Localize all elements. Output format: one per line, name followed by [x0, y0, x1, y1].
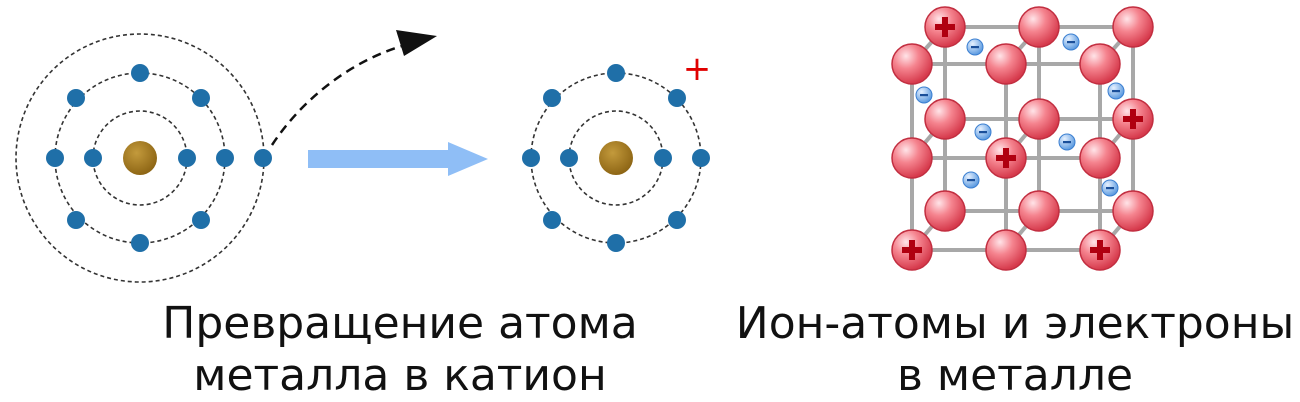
free-electron: [915, 86, 933, 104]
ion: [985, 229, 1027, 271]
ion-plus-signs: [902, 17, 1143, 260]
electron: [522, 149, 540, 167]
ions-back: [924, 6, 1154, 232]
electron: [192, 211, 210, 229]
caption-metal-ions-electrons: Ион-атомы и электроны в металле: [735, 298, 1295, 402]
electron: [131, 64, 149, 82]
electron: [607, 64, 625, 82]
electron-escape-arrow-icon: [270, 30, 437, 146]
ion: [985, 43, 1027, 85]
electron: [607, 234, 625, 252]
free-electron: [962, 171, 980, 189]
free-electron: [1058, 133, 1076, 151]
metal-lattice-icon: [891, 6, 1154, 271]
ion-plus-icon: [996, 148, 1016, 168]
electron: [560, 149, 578, 167]
caption-line: Превращение атома: [162, 298, 638, 349]
electron: [668, 89, 686, 107]
electron: [192, 89, 210, 107]
electrons: [522, 64, 710, 252]
electron: [668, 211, 686, 229]
transform-arrow-icon: [308, 142, 488, 176]
electrons: [46, 64, 272, 252]
ion: [924, 98, 966, 140]
nucleus: [123, 141, 157, 175]
cation-icon: +: [522, 49, 711, 252]
ion: [1079, 43, 1121, 85]
ion: [891, 43, 933, 85]
electron: [131, 234, 149, 252]
electron: [67, 89, 85, 107]
nucleus: [599, 141, 633, 175]
ion: [1018, 6, 1060, 48]
caption-line: металла в катион: [193, 350, 607, 401]
free-electron: [974, 123, 992, 141]
cation-plus-sign: +: [683, 49, 712, 89]
electron: [178, 149, 196, 167]
caption-line: в металле: [896, 350, 1134, 401]
electron: [46, 149, 64, 167]
caption-atom-to-cation: Превращение атома металла в катион: [120, 298, 680, 402]
ion-plus-icon: [1090, 240, 1110, 260]
free-electron: [1107, 82, 1125, 100]
electron: [692, 149, 710, 167]
ion-plus-icon: [935, 17, 955, 37]
ion-plus-icon: [902, 240, 922, 260]
ion: [1079, 137, 1121, 179]
caption-line: Ион-атомы и электроны: [735, 298, 1295, 349]
electron-outer: [254, 149, 272, 167]
ion: [1018, 98, 1060, 140]
ion-plus-icon: [1123, 109, 1143, 129]
ion: [1112, 190, 1154, 232]
electron: [654, 149, 672, 167]
ion: [1112, 6, 1154, 48]
electron: [84, 149, 102, 167]
free-electrons: [915, 33, 1125, 197]
electron: [543, 89, 561, 107]
atom-icon: [15, 33, 272, 283]
electron: [543, 211, 561, 229]
electron: [67, 211, 85, 229]
free-electron: [1062, 33, 1080, 51]
ion: [924, 190, 966, 232]
free-electron: [1101, 179, 1119, 197]
electron: [216, 149, 234, 167]
free-electron: [966, 38, 984, 56]
ion: [891, 137, 933, 179]
ion: [1018, 190, 1060, 232]
